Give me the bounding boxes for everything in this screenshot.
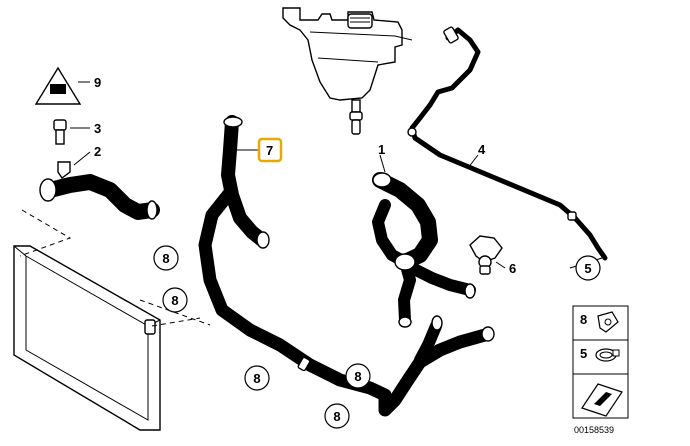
clip-icon bbox=[597, 311, 619, 333]
callout-4: 4 bbox=[478, 142, 486, 157]
hose-2[interactable] bbox=[39, 161, 160, 220]
svg-text:8: 8 bbox=[171, 293, 178, 308]
arrow-icon bbox=[581, 383, 623, 417]
svg-text:5: 5 bbox=[584, 261, 591, 276]
callout-7-highlight[interactable] bbox=[257, 137, 283, 163]
vent-line[interactable] bbox=[407, 26, 608, 261]
callout-1: 1 bbox=[378, 142, 385, 157]
svg-text:8: 8 bbox=[333, 409, 340, 424]
legend-box: 8 5 bbox=[572, 305, 629, 419]
circled-callout-8d: 8 bbox=[345, 363, 371, 389]
circled-callout-8e: 8 bbox=[324, 403, 350, 429]
circled-callout-5: 5 bbox=[575, 255, 601, 281]
legend-row-5-label: 5 bbox=[580, 346, 587, 361]
hose-clip-6[interactable] bbox=[469, 235, 503, 275]
circled-callout-8a: 8 bbox=[153, 245, 179, 271]
hose-clamp-icon bbox=[595, 348, 620, 362]
expansion-tank[interactable] bbox=[282, 7, 413, 135]
diagram-id: 00158539 bbox=[574, 425, 614, 435]
warning-label-9[interactable] bbox=[34, 66, 82, 105]
circled-callout-8b: 8 bbox=[162, 287, 188, 313]
svg-text:8: 8 bbox=[354, 369, 361, 384]
callout-6: 6 bbox=[509, 261, 516, 276]
svg-text:8: 8 bbox=[162, 251, 169, 266]
callout-2: 2 bbox=[94, 144, 101, 159]
circled-callout-8c: 8 bbox=[244, 365, 270, 391]
leader-lines bbox=[70, 81, 603, 269]
svg-text:8: 8 bbox=[253, 371, 260, 386]
callout-9: 9 bbox=[94, 75, 101, 90]
callout-3: 3 bbox=[94, 121, 101, 136]
hose-7[interactable] bbox=[221, 115, 270, 249]
callout-7: 7 bbox=[266, 143, 273, 158]
legend-row-8-label: 8 bbox=[580, 312, 587, 327]
temperature-sensor-3[interactable] bbox=[53, 119, 67, 145]
radiator[interactable] bbox=[13, 209, 211, 431]
hose-assembly-1[interactable] bbox=[372, 172, 476, 328]
